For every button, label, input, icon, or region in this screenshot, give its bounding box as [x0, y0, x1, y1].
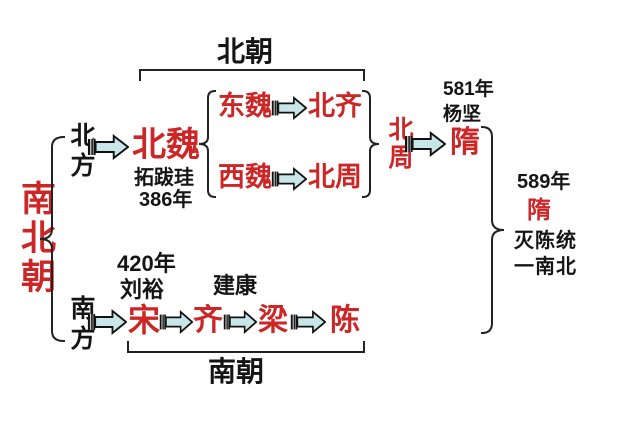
sui-dynasty-label: 隋 — [450, 126, 480, 159]
song-dynasty-label: 宋 — [128, 302, 161, 338]
flow-arrow-icon — [271, 167, 307, 191]
unification-dynasty-label: 隋 — [527, 197, 551, 224]
sui-founder: 杨坚 — [443, 104, 482, 125]
song-year: 420年 — [117, 251, 176, 276]
arrow-song-to-qi — [159, 310, 193, 334]
flow-arrow-icon — [159, 310, 193, 334]
northern-wei-year: 386年 — [139, 189, 193, 211]
northern-wei-label: 北魏 — [132, 126, 200, 164]
flow-arrow-icon — [87, 309, 127, 335]
eastern-wei-label: 东魏 — [218, 91, 272, 121]
northern-dynasties-bracket-label: 北朝 — [217, 36, 274, 67]
southern-span-bracket-shape — [127, 341, 365, 353]
root-label-southern-northern-dynasties: 南北朝 — [16, 180, 55, 297]
northern-wei-founder: 拓跋珪 — [134, 167, 194, 189]
northern-span-bracket-shape — [139, 69, 365, 81]
southern-capital: 建康 — [213, 273, 258, 298]
unification-note-line1: 灭陈统 — [514, 230, 577, 252]
southern-dynasties-bracket-label: 南朝 — [208, 356, 265, 387]
unification-note-line2: 一南北 — [514, 256, 577, 278]
unification-brace-shape — [480, 126, 505, 335]
arrow-westwei-to-northzhou — [271, 167, 307, 191]
liang-dynasty-label: 梁 — [258, 304, 288, 337]
arrow-northzhou-to-sui — [404, 131, 446, 157]
arrow-liang-to-chen — [290, 310, 326, 334]
arrow-qi-to-liang — [223, 310, 257, 334]
song-founder: 刘裕 — [120, 277, 165, 302]
wei-split-brace-shape — [198, 90, 216, 198]
flow-arrow-icon — [290, 310, 326, 334]
sui-year: 581年 — [443, 79, 494, 100]
western-wei-label: 西魏 — [218, 162, 272, 192]
root-brace-shape — [39, 136, 66, 342]
unification-year: 589年 — [517, 171, 571, 193]
arrow-south-to-song — [87, 309, 127, 335]
merge-brace-shape — [362, 90, 380, 198]
chen-dynasty-label: 陈 — [330, 304, 360, 337]
northern-zhou-label: 北周 — [308, 162, 362, 192]
arrow-north-to-wei — [87, 134, 129, 160]
flow-arrow-icon — [223, 310, 257, 334]
flow-arrow-icon — [404, 131, 446, 157]
qi-dynasty-label: 齐 — [193, 304, 223, 337]
arrow-eastwei-to-northqi — [271, 96, 307, 120]
northern-qi-label: 北齐 — [308, 91, 362, 121]
flow-arrow-icon — [87, 134, 129, 160]
flow-arrow-icon — [271, 96, 307, 120]
